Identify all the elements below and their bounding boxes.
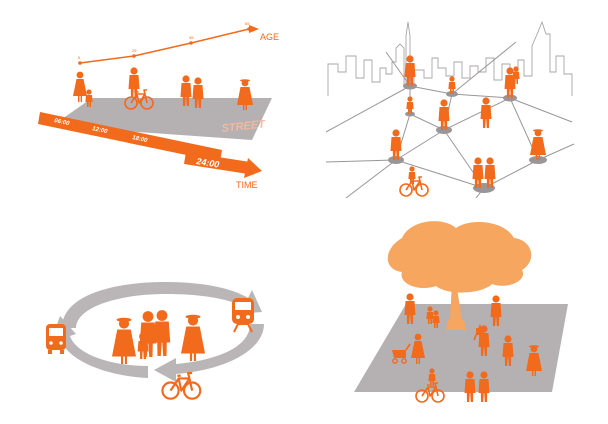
network-node-icon [403, 82, 417, 90]
network-node-icon [503, 94, 517, 102]
age-point [78, 61, 82, 65]
network-node-icon [529, 156, 547, 164]
tree-illustration [354, 221, 568, 403]
walking-person-icon [181, 314, 205, 361]
bus-icon [46, 324, 66, 354]
time-mark-end: 24:00 [195, 156, 220, 170]
time-label: TIME [236, 180, 258, 190]
time-mark: 06:00 [54, 118, 71, 127]
walking-person-icon [390, 129, 402, 160]
network-illustration [325, 20, 575, 199]
time-arrow-icon [244, 158, 262, 178]
easel-icon [473, 323, 487, 342]
panel-timeline: 5 25 45 65 AGE STREET 06:00 12:00 18:00 … [36, 12, 296, 198]
train-icon [232, 298, 254, 333]
age-curve [79, 28, 250, 64]
cycle-arrow-icon [52, 316, 148, 378]
walking-person-icon [153, 310, 171, 356]
stroller-icon [392, 343, 411, 364]
age-point [247, 27, 251, 31]
street-label: STREET [221, 118, 267, 135]
panel-network [325, 12, 576, 199]
age-mark: 65 [245, 21, 250, 26]
network-node-icon [473, 183, 495, 193]
time-band-end [184, 152, 250, 174]
timeline-illustration: 5 25 45 65 AGE STREET 06:00 12:00 18:00 … [38, 21, 279, 190]
walking-person-icon [530, 129, 546, 160]
age-label: AGE [260, 32, 279, 42]
network-links [325, 41, 575, 199]
walking-person-icon [112, 317, 136, 364]
time-mark: 12:00 [92, 126, 109, 135]
age-arrow-icon [249, 25, 259, 33]
skyline-outline-icon [327, 20, 573, 96]
network-node-icon [388, 156, 404, 164]
panel-cycle [36, 232, 296, 412]
tree-icon [387, 221, 532, 330]
plaza-ground [354, 304, 568, 392]
network-node-icon [446, 91, 458, 97]
age-mark: 25 [132, 48, 137, 53]
walking-person-icon [73, 71, 87, 102]
panel-tree [332, 216, 578, 416]
age-mark: 5 [78, 55, 81, 60]
age-point [132, 54, 136, 58]
cycle-arrow-icon [62, 282, 262, 328]
network-node-icon [436, 126, 452, 134]
walking-person-icon [480, 97, 492, 128]
walking-person-icon [438, 99, 450, 130]
network-node-icon [405, 111, 415, 117]
time-mark: 18:00 [132, 135, 149, 144]
age-mark: 45 [189, 35, 194, 40]
cycle-arrow-icon [154, 324, 264, 382]
age-point [189, 41, 193, 45]
cycle-illustration [46, 282, 264, 400]
time-band [38, 112, 222, 162]
